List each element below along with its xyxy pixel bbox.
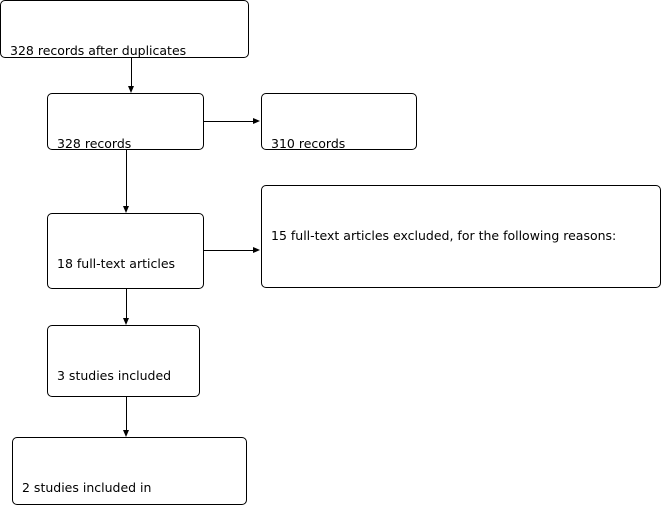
arrowhead-screened-to-fulltext [123, 206, 129, 213]
arrowhead-screened-to-excluded [253, 118, 260, 124]
node-line: 328 records after duplicates [10, 43, 187, 58]
arrowhead-fulltext-to-qualitative [123, 318, 129, 325]
connector-fulltext-to-excluded [204, 250, 254, 251]
node-line: 15 full-text articles excluded, for the … [271, 228, 617, 243]
connector-fulltext-to-qualitative [126, 289, 127, 318]
node-records-after-duplicates: 328 records after duplicates removed [0, 0, 249, 58]
node-qualitative-synthesis: 3 studies included in qualitative synthe… [47, 325, 200, 397]
connector-screened-to-fulltext [126, 150, 127, 206]
node-line: 18 full-text articles [57, 256, 176, 271]
connector-screened-to-excluded [204, 121, 254, 122]
connector-duplicates-to-screened [131, 58, 132, 87]
node-fulltext-assessed: 18 full-text articles assessed for eligi… [47, 213, 204, 289]
node-line: 328 records [57, 136, 132, 150]
arrowhead-fulltext-to-excluded [253, 247, 260, 253]
node-quantitative-synthesis: 2 studies included in quantitative synth… [12, 437, 247, 505]
node-line-spacer [271, 278, 660, 287]
node-line: 3 studies included [57, 368, 172, 383]
node-line: 310 records [271, 136, 346, 150]
node-records-screened: 328 records screened [47, 93, 204, 150]
arrowhead-qualitative-to-quantitative [123, 430, 129, 437]
node-line: 2 studies included in [22, 480, 152, 495]
connector-qualitative-to-quantitative [126, 397, 127, 430]
node-records-excluded: 310 records excluded [261, 93, 417, 150]
node-fulltext-excluded: 15 full-text articles excluded, for the … [261, 185, 661, 288]
arrowhead-duplicates-to-screened [128, 86, 134, 93]
